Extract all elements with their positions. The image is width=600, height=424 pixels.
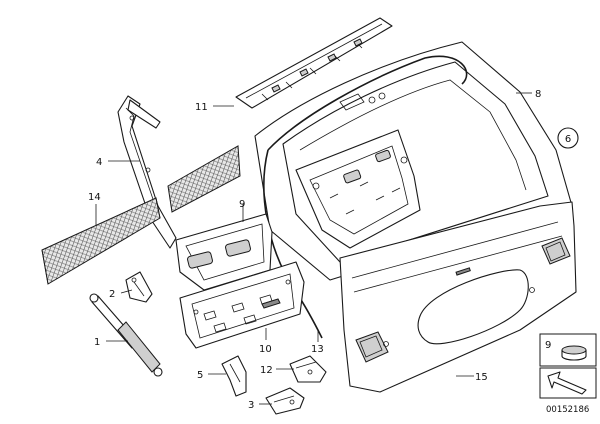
leader-lines (95, 92, 532, 405)
legend-box-plug: 9 (539, 333, 597, 367)
reference-code: 00152186 (546, 405, 589, 415)
callout-12: 12 (260, 365, 273, 376)
callout-4: 4 (96, 157, 102, 168)
part-11-upper-trim-strip (235, 17, 393, 109)
callout-1: 1 (94, 337, 100, 348)
callout-5: 5 (197, 370, 203, 381)
arrow-indicator-icon (547, 371, 587, 395)
legend-box-label: 9 (545, 340, 551, 351)
part-4-side-trim-pillar (117, 95, 177, 249)
part-3-latch-plate (265, 387, 305, 415)
circled-number-icon: 6 (557, 127, 579, 149)
part-1-gas-strut (89, 293, 163, 377)
callout-3: 3 (248, 400, 254, 411)
callout-2: 2 (109, 289, 115, 300)
part-10-carrier-plate (179, 261, 305, 349)
part-12-lock-bracket (289, 355, 327, 383)
callout-8: 8 (535, 89, 541, 100)
callout-9-leader: 9 (239, 199, 245, 210)
callout-10: 10 (259, 344, 272, 355)
callout-numbers: 1 2 3 4 5 8 9 10 11 12 13 14 15 (88, 89, 541, 411)
callout-14: 14 (88, 192, 101, 203)
part-2-small-bracket (125, 271, 153, 303)
callout-11: 11 (195, 102, 208, 113)
part-5-hinge-bracket (221, 355, 247, 397)
part-14-grille-panel (41, 145, 241, 285)
part-15-lower-tailgate-panel (339, 201, 577, 393)
callout-15: 15 (475, 372, 488, 383)
legend-box-arrow (539, 367, 597, 399)
callout-6: 6 (565, 134, 571, 145)
cap-plug-icon (561, 345, 587, 361)
callout-13: 13 (311, 344, 324, 355)
